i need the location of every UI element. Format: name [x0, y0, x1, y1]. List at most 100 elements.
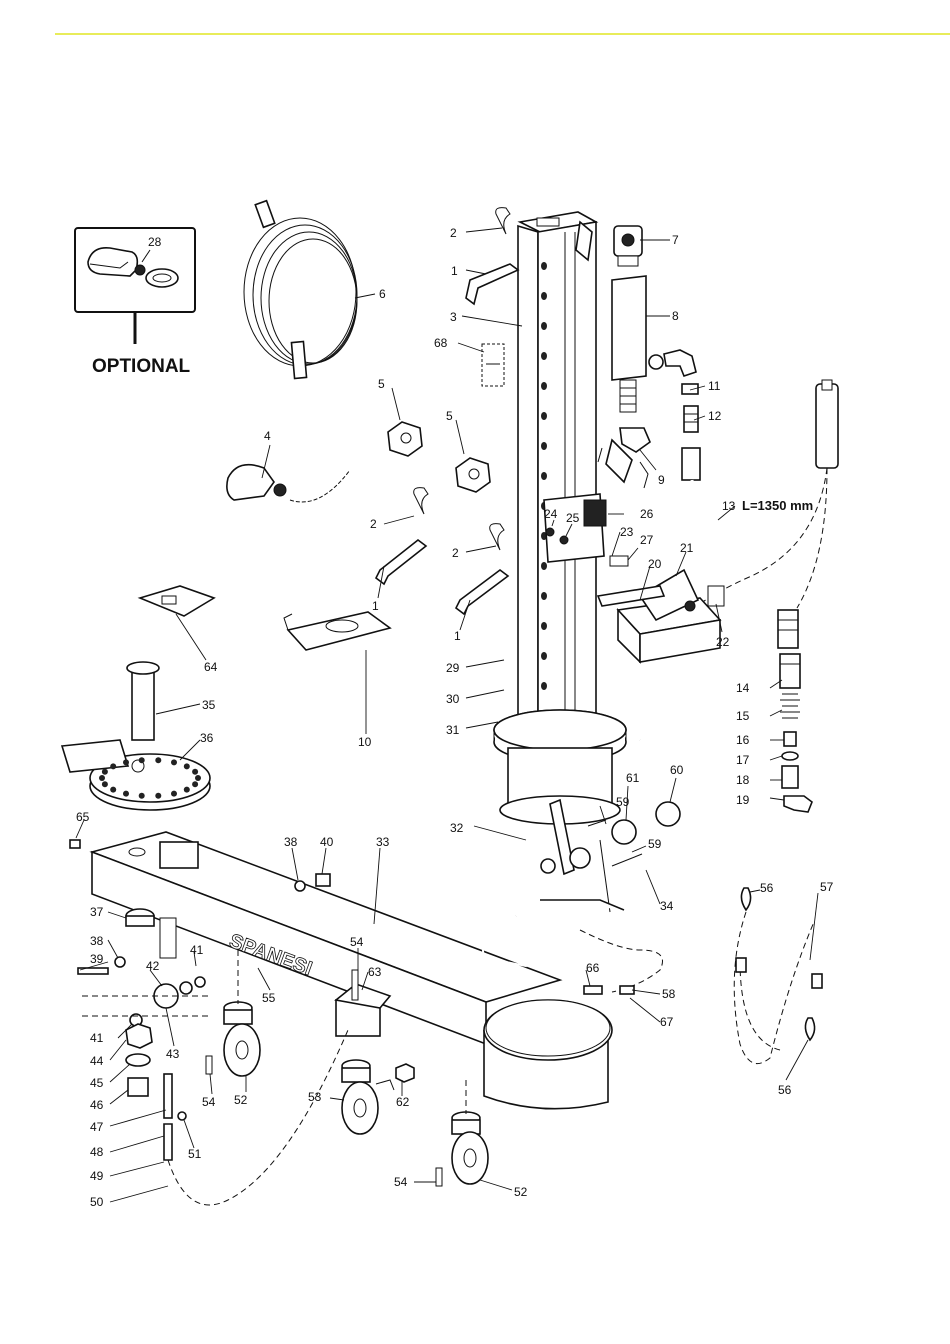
callout-68: 68: [434, 336, 448, 350]
callout-15: 15: [736, 709, 750, 723]
column-hole: [541, 682, 547, 690]
turntable-hole: [110, 763, 116, 769]
callout-56: 56: [778, 1083, 792, 1097]
column-hole: [541, 472, 547, 480]
callout-4: 4: [264, 429, 271, 443]
foot-pump: [598, 570, 724, 662]
callout-19: 19: [736, 793, 750, 807]
callout-52: 52: [234, 1093, 248, 1107]
callout-21: 21: [680, 541, 694, 555]
turntable-hole: [102, 781, 108, 787]
callout-64: 64: [204, 660, 218, 674]
column-hole: [541, 652, 547, 660]
turntable: [62, 740, 210, 810]
callout-2: 2: [450, 226, 457, 240]
callout-46: 46: [90, 1098, 104, 1112]
callout-38: 38: [284, 835, 298, 849]
column-hole: [541, 412, 547, 420]
callout-29: 29: [446, 661, 460, 675]
turntable-hole: [184, 787, 190, 793]
callout-24: 24: [544, 507, 558, 521]
callout-28: 28: [148, 235, 162, 249]
callout-12: 12: [708, 409, 722, 423]
callout-35: 35: [202, 698, 216, 712]
callout-3: 3: [450, 310, 457, 324]
callout-14: 14: [736, 681, 750, 695]
swivel-plate: [140, 586, 214, 616]
column-hole: [541, 322, 547, 330]
coupling-stack: [780, 654, 812, 812]
callout-47: 47: [90, 1120, 104, 1134]
callout-59: 59: [616, 795, 630, 809]
callout-10: 10: [358, 735, 372, 749]
coiled-hose: [244, 201, 357, 379]
wheel-base-housing: [484, 1000, 612, 1109]
callout-55: 55: [262, 991, 276, 1005]
column-hole: [541, 292, 547, 300]
callout-17: 17: [736, 753, 750, 767]
turntable-hole: [184, 763, 190, 769]
callout-49: 49: [90, 1169, 104, 1183]
callout-63: 63: [368, 965, 382, 979]
callout-2: 2: [370, 517, 377, 531]
turntable-hole: [123, 759, 129, 765]
turntable-hole: [155, 793, 161, 799]
callout-22: 22: [716, 635, 730, 649]
column-hole: [541, 622, 547, 630]
callout-60: 60: [670, 763, 684, 777]
callout-41: 41: [190, 943, 204, 957]
column-hole: [541, 592, 547, 600]
callout-54: 54: [350, 935, 364, 949]
callout-27: 27: [640, 533, 654, 547]
callout-51: 51: [188, 1147, 202, 1161]
callout-58: 58: [662, 987, 676, 1001]
callout-32: 32: [450, 821, 464, 835]
callout-16: 16: [736, 733, 750, 747]
callout-7: 7: [672, 233, 679, 247]
callout-38: 38: [90, 934, 104, 948]
callout-59: 59: [648, 837, 662, 851]
callout-33: 33: [376, 835, 390, 849]
main-column: [518, 212, 596, 760]
callout-9: 9: [658, 473, 665, 487]
column-hole: [541, 442, 547, 450]
callout-48: 48: [90, 1145, 104, 1159]
callout-66: 66: [586, 961, 600, 975]
turntable-hole: [192, 769, 198, 775]
turntable-hole: [110, 787, 116, 793]
callout-43: 43: [166, 1047, 180, 1061]
callout-20: 20: [648, 557, 662, 571]
callout-26: 26: [640, 507, 654, 521]
turntable-hole: [102, 769, 108, 775]
callout-45: 45: [90, 1076, 104, 1090]
hose-length-spec: L=1350 mm: [742, 498, 813, 513]
callout-41: 41: [90, 1031, 104, 1045]
callout-52: 52: [514, 1185, 528, 1199]
turntable-hole: [139, 757, 145, 763]
column-hole: [541, 562, 547, 570]
callout-6: 6: [379, 287, 386, 301]
column-clamp: [544, 494, 628, 566]
callout-39: 39: [90, 952, 104, 966]
optional-inset: OPTIONAL: [75, 228, 195, 377]
callout-13: 13: [722, 499, 736, 513]
callout-2: 2: [452, 546, 459, 560]
callout-67: 67: [660, 1015, 674, 1029]
callout-5: 5: [446, 409, 453, 423]
turntable-hole: [192, 781, 198, 787]
callout-37: 37: [90, 905, 104, 919]
callout-23: 23: [620, 525, 634, 539]
pivot-pin: [127, 662, 159, 740]
callout-44: 44: [90, 1054, 104, 1068]
chain-hook: [227, 465, 350, 502]
callout-11: 11: [708, 379, 721, 393]
turntable-hole: [155, 757, 161, 763]
callout-1: 1: [454, 629, 461, 643]
callout-31: 31: [446, 723, 460, 737]
turntable-hole: [195, 775, 201, 781]
label-decal: [482, 344, 504, 386]
nuts: [388, 422, 490, 492]
callout-1: 1: [451, 264, 458, 278]
callout-8: 8: [672, 309, 679, 323]
callout-61: 61: [626, 771, 640, 785]
